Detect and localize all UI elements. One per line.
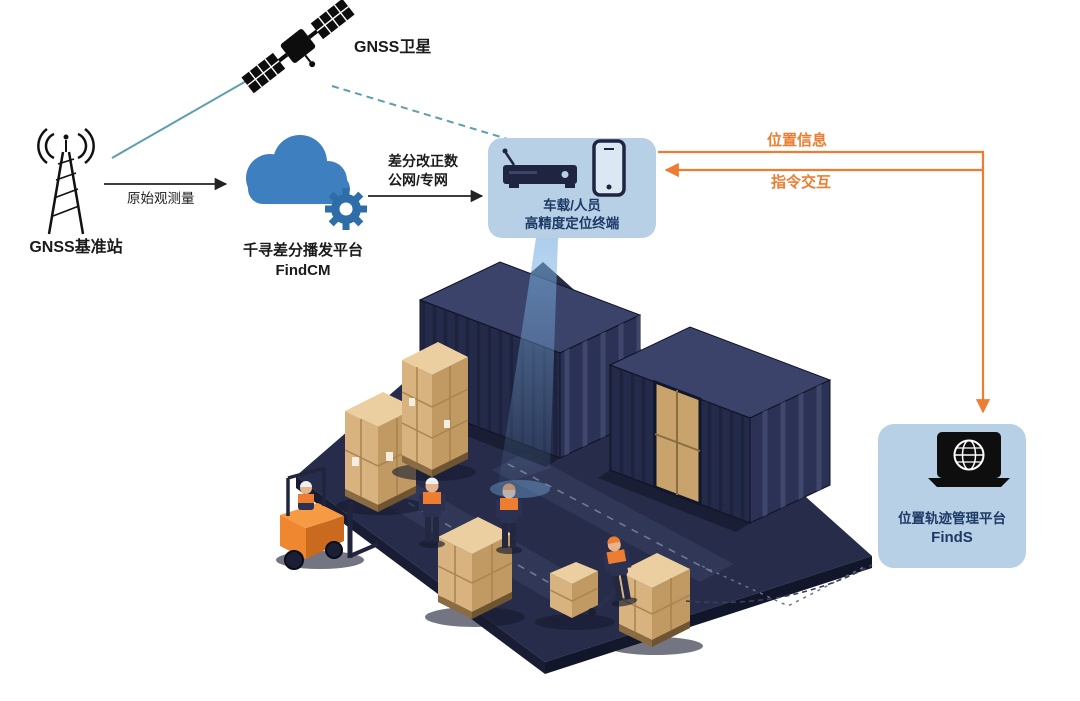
platform-product: FindS xyxy=(931,529,973,547)
shipping-container-2 xyxy=(598,326,832,532)
forklift-driver xyxy=(298,481,314,510)
laptop-globe-icon xyxy=(928,432,1010,487)
radio-tower-icon xyxy=(37,127,95,235)
warehouse-scene xyxy=(276,261,872,674)
worker-2 xyxy=(496,483,522,554)
raw-observation-label: 原始观测量 xyxy=(127,191,195,206)
pallet-jack xyxy=(535,562,622,630)
cloud-gear-icon xyxy=(246,135,367,230)
terminal-label: 车载/人员 高精度定位终端 xyxy=(488,197,656,233)
pallet-boxes-1 xyxy=(425,517,525,627)
terminal-line1: 车载/人员 xyxy=(543,198,601,213)
smartphone-icon xyxy=(592,139,626,197)
position-info-label: 位置信息 xyxy=(767,132,828,149)
satellite-label: GNSS卫星 xyxy=(354,39,432,56)
platform-label: 位置轨迹管理平台 FindS xyxy=(878,510,1026,548)
worker-3 xyxy=(602,536,638,607)
gnss-receiver-icon xyxy=(502,148,577,188)
cloud-platform-name: 千寻差分播发平台 xyxy=(242,242,363,259)
positioning-beam xyxy=(490,238,558,498)
forklift xyxy=(276,466,379,570)
arrow-position-info xyxy=(658,150,991,414)
command-label: 指令交互 xyxy=(771,174,832,191)
terminal-line2: 高精度定位终端 xyxy=(524,216,620,232)
base-station-label: GNSS基准站 xyxy=(29,239,123,256)
correction-label: 差分改正数 公网/专网 xyxy=(388,152,458,190)
worker-1 xyxy=(419,477,445,548)
satellite-icon xyxy=(241,0,355,94)
link-satellite-terminal xyxy=(331,85,515,142)
container-open-cargo xyxy=(653,379,702,507)
link-base-satellite xyxy=(111,71,263,159)
box-stack-2 xyxy=(392,342,476,481)
cloud-platform-product: FindCM xyxy=(275,262,331,280)
platform-name: 位置轨迹管理平台 xyxy=(898,511,1006,526)
lane-marking xyxy=(507,463,717,575)
walkway-band xyxy=(492,452,734,582)
correction-line2: 公网/专网 xyxy=(388,171,448,188)
cloud-platform-label: 千寻差分播发平台 FindCM xyxy=(228,241,378,282)
gear-icon xyxy=(325,188,367,230)
correction-line1: 差分改正数 xyxy=(388,153,458,169)
